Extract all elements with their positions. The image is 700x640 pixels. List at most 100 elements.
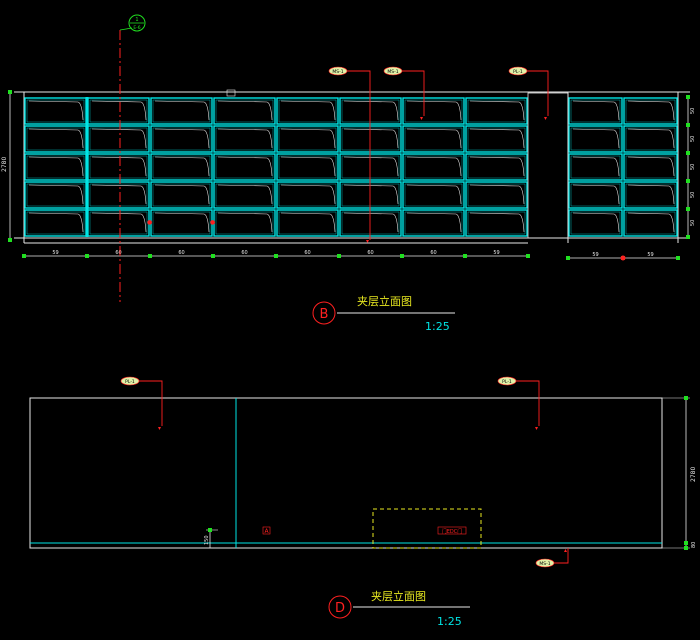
d-dim-tick-top (684, 396, 688, 400)
b-row-dim-tick (686, 95, 690, 99)
svg-text:▾: ▾ (544, 115, 547, 122)
b-left-shelf-curve (91, 128, 147, 149)
b-left-cell-inner (341, 99, 400, 123)
b-scale-text: 1:25 (425, 320, 450, 333)
d-title-label: D (335, 601, 345, 616)
b-bottom-dim-tick (22, 254, 26, 258)
b-title-label: B (320, 307, 329, 322)
b-tag-pl1: PL-1 ▾ (508, 66, 549, 122)
b-right-cell-inner (570, 211, 621, 235)
b-left-shelf-curve (343, 156, 399, 177)
b-cabinet-grid-right (568, 97, 678, 237)
b-left-cell (276, 181, 339, 209)
b-left-cell-inner (152, 127, 211, 151)
b-left-shelf-curve (406, 184, 462, 205)
d-base-dim-tick (208, 528, 212, 532)
elevation-d: 门EDC门 A 150 2780 80 PL-1 ▾ PL-1 ▾ (29, 376, 697, 628)
b-bottom-dim-text: 60 (430, 250, 436, 256)
b-row-dim-tick (686, 151, 690, 155)
b-left-cell-inner (89, 183, 148, 207)
d-scale-text: 1:25 (437, 615, 462, 628)
b-left-cell-inner (278, 99, 337, 123)
svg-text:MS-1: MS-1 (387, 69, 398, 75)
b-left-shelf-curve (28, 212, 84, 233)
b-left-cell (465, 181, 528, 209)
b-left-cell-inner (278, 183, 337, 207)
b-left-cell (402, 125, 465, 153)
d-base-dim-right-text: 80 (691, 542, 697, 548)
svg-text:PL-1: PL-1 (513, 69, 523, 75)
b-left-cell (213, 153, 276, 181)
b-left-cell-inner (215, 155, 274, 179)
b-left-cell-inner (152, 155, 211, 179)
b-left-cell (150, 209, 213, 237)
b-left-shelf-curve (154, 128, 210, 149)
b-left-shelf-curve (280, 128, 336, 149)
b-left-cell-inner (26, 155, 85, 179)
b-left-cell-inner (26, 99, 85, 123)
b-left-shelf-curve (154, 100, 210, 121)
b-left-cell-inner (215, 127, 274, 151)
d-height-dim-text: 2780 (690, 467, 697, 482)
b-row-dim-text: 50 (690, 220, 696, 226)
b-left-shelf-curve (406, 128, 462, 149)
b-bottom-dim-tick (526, 254, 530, 258)
b-bottom-dim-text: 60 (367, 250, 373, 256)
b-left-cell (150, 97, 213, 125)
b-left-shelf-curve (343, 184, 399, 205)
b-left-cell (213, 181, 276, 209)
b-top-marker (226, 89, 236, 97)
b-right-cell (568, 97, 623, 125)
b-left-shelf-curve (406, 100, 462, 121)
b-left-shelf-curve (91, 184, 147, 205)
b-right-cell (568, 125, 623, 153)
b-left-shelf-curve (280, 212, 336, 233)
b-left-shelf-curve (91, 100, 147, 121)
b-left-cell-inner (404, 155, 463, 179)
d-tag-ms1: MS-1 ▴ (535, 547, 569, 568)
b-right-bottom-dim-tick (676, 256, 680, 260)
d-dashed-opening (372, 508, 482, 549)
b-left-cell-inner (26, 211, 85, 235)
b-row-dim-tick (686, 235, 690, 239)
b-bottom-dim-tick (85, 254, 89, 258)
b-left-shelf-curve (28, 100, 84, 121)
b-bottom-dim-tick (337, 254, 341, 258)
b-left-shelf-curve (217, 100, 273, 121)
b-left-cell (339, 153, 402, 181)
b-marker-2: ● (210, 219, 215, 226)
b-left-cell-inner (89, 127, 148, 151)
b-left-shelf-curve (343, 128, 399, 149)
b-left-shelf-curve (154, 156, 210, 177)
b-marker-1: ● (147, 219, 152, 226)
b-left-cell (213, 125, 276, 153)
b-tag-ms1-b: MS-1 ▾ (383, 66, 425, 122)
b-bottom-dim-text: 60 (178, 250, 184, 256)
b-left-cell (339, 125, 402, 153)
b-left-cell (339, 97, 402, 125)
b-bottom-dim-text: 59 (52, 250, 58, 256)
d-panel-label: A (264, 528, 269, 535)
b-left-cell-inner (404, 211, 463, 235)
b-right-shelf-curve (627, 128, 675, 149)
b-right-cell-inner (625, 155, 676, 179)
b-row-dim-text: 50 (690, 192, 696, 198)
b-dim-tick-top (8, 90, 12, 94)
b-right-shelf-curve (627, 212, 675, 233)
b-left-cell-inner (404, 127, 463, 151)
b-left-cell (276, 125, 339, 153)
d-tag-pl1-a: PL-1 ▾ (120, 376, 163, 432)
b-left-cell-inner (26, 183, 85, 207)
b-left-cell-inner (467, 127, 526, 151)
b-left-cell-inner (278, 127, 337, 151)
b-right-shelf-curve (572, 128, 620, 149)
b-left-shelf-curve (154, 184, 210, 205)
b-right-cell-inner (570, 183, 621, 207)
svg-text:▾: ▾ (366, 238, 369, 245)
b-left-cell (276, 97, 339, 125)
b-right-cell (623, 153, 678, 181)
b-left-shelf-curve (91, 212, 147, 233)
